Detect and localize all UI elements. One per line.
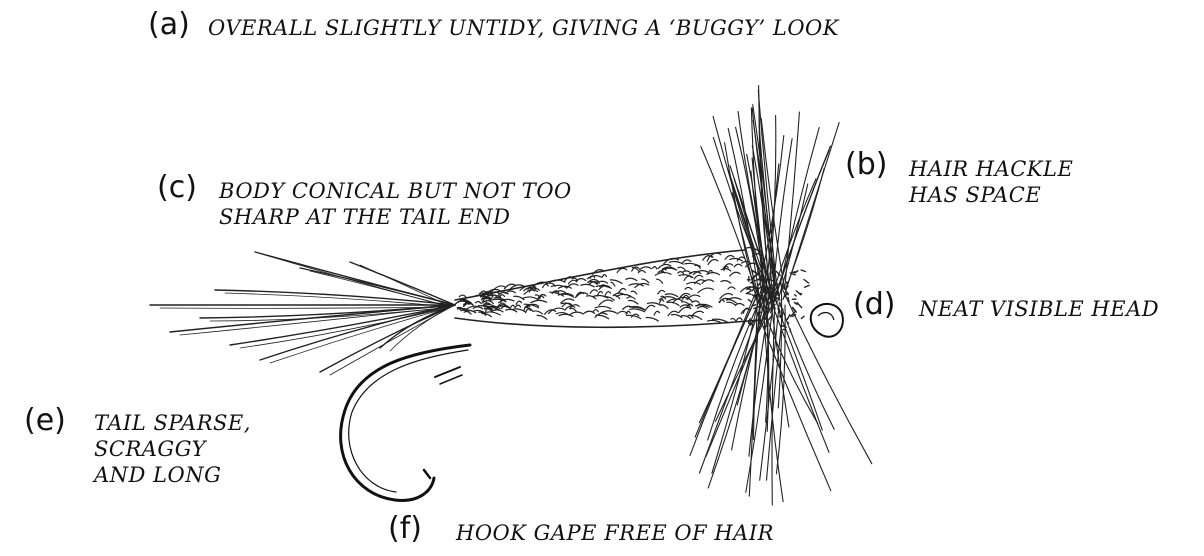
callout-f: (f) HOOK GAPE FREE OF HAIR xyxy=(388,514,808,550)
callout-b-line-2: HAS SPACE xyxy=(909,182,1073,208)
fly-head xyxy=(811,304,843,337)
callout-e-text: TAIL SPARSE, SCRAGGY AND LONG xyxy=(94,410,251,488)
callout-b-letter: (b) xyxy=(845,150,887,180)
callout-a-text: OVERALL SLIGHTLY UNTIDY, GIVING A ‘BUGGY… xyxy=(208,15,839,41)
callout-e-letter: (e) xyxy=(24,406,66,436)
callout-c-line-2: SHARP AT THE TAIL END xyxy=(219,204,572,230)
callout-f-line-1: HOOK GAPE FREE OF HAIR xyxy=(456,520,774,546)
callout-f-letter: (f) xyxy=(388,514,422,544)
callout-b-text: HAIR HACKLE HAS SPACE xyxy=(909,156,1073,208)
callout-d-letter: (d) xyxy=(853,290,895,320)
callout-e-line-2: SCRAGGY xyxy=(94,436,251,462)
callout-e-line-1: TAIL SPARSE, xyxy=(94,410,251,436)
callout-a-line-1: OVERALL SLIGHTLY UNTIDY, GIVING A ‘BUGGY… xyxy=(208,15,839,41)
callout-e-line-3: AND LONG xyxy=(94,462,251,488)
dubbed-body xyxy=(455,248,766,328)
callout-f-text: HOOK GAPE FREE OF HAIR xyxy=(456,520,774,546)
hook xyxy=(341,345,470,500)
callout-a-letter: (a) xyxy=(148,10,190,40)
callout-d-line-1: NEAT VISIBLE HEAD xyxy=(919,296,1159,322)
callout-a: (a) OVERALL SLIGHTLY UNTIDY, GIVING A ‘B… xyxy=(148,10,908,46)
callout-d-text: NEAT VISIBLE HEAD xyxy=(919,296,1159,322)
callout-b: (b) HAIR HACKLE HAS SPACE xyxy=(845,150,1075,212)
callout-b-line-1: HAIR HACKLE xyxy=(909,156,1073,182)
callout-c-line-1: BODY CONICAL BUT NOT TOO xyxy=(219,178,572,204)
callout-c-letter: (c) xyxy=(157,173,197,203)
callout-e: (e) TAIL SPARSE, SCRAGGY AND LONG xyxy=(24,406,274,501)
callout-c-text: BODY CONICAL BUT NOT TOO SHARP AT THE TA… xyxy=(219,178,572,230)
callout-d: (d) NEAT VISIBLE HEAD xyxy=(853,290,1173,326)
callout-c: (c) BODY CONICAL BUT NOT TOO SHARP AT TH… xyxy=(157,173,597,235)
